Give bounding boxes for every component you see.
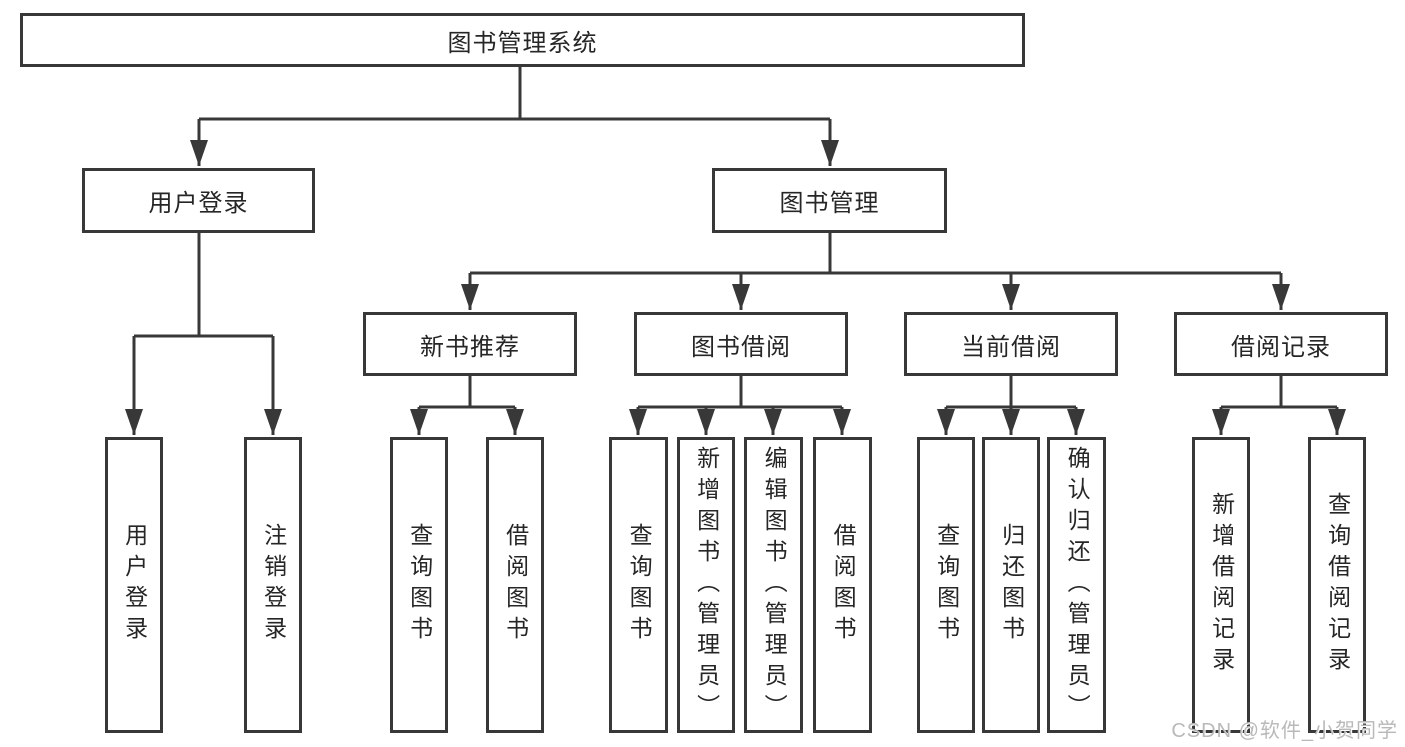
node-nb-borrow-books: 借阅图书: [486, 437, 544, 733]
node-label: 查询图书: [626, 523, 653, 647]
node-label: 新书推荐: [420, 333, 520, 361]
node-cb-query-books: 查询图书: [917, 437, 975, 733]
node-book-management: 图书管理: [712, 168, 947, 233]
node-user-login-leaf: 用户登录: [105, 437, 163, 733]
node-label: 用户登录: [148, 190, 249, 217]
node-library-management-system: 图书管理系统: [20, 13, 1025, 67]
node-label: 编辑图书（管理员）: [761, 445, 788, 725]
node-user-login: 用户登录: [82, 168, 315, 233]
node-bb-add-books-admin: 新增图书（管理员）: [677, 437, 735, 733]
node-br-query-borrow-record: 查询借阅记录: [1308, 437, 1366, 733]
node-nb-query-books: 查询图书: [390, 437, 448, 733]
node-label: 查询图书: [933, 523, 960, 647]
node-label: 确认归还（管理员）: [1064, 445, 1091, 725]
node-label: 新增图书（管理员）: [693, 445, 720, 725]
node-label: 查询借阅记录: [1324, 492, 1351, 678]
node-label: 图书管理系统: [447, 29, 598, 57]
node-current-borrowing: 当前借阅: [904, 312, 1118, 376]
csdn-watermark: CSDN @软件_小贺同学: [1171, 720, 1398, 742]
node-label: 归还图书: [998, 523, 1025, 647]
node-label: 借阅记录: [1231, 333, 1331, 361]
node-bb-borrow-books: 借阅图书: [813, 437, 872, 733]
node-cb-return-books: 归还图书: [982, 437, 1040, 733]
node-br-add-borrow-record: 新增借阅记录: [1192, 437, 1250, 733]
node-cb-confirm-return-admin: 确认归还（管理员）: [1047, 437, 1106, 733]
node-borrowing-records: 借阅记录: [1174, 312, 1388, 376]
node-label: 注销登录: [260, 523, 287, 647]
node-label: 用户登录: [121, 523, 148, 647]
node-bb-edit-books-admin: 编辑图书（管理员）: [744, 437, 803, 733]
node-label: 借阅图书: [502, 523, 529, 647]
node-label: 图书借阅: [691, 333, 791, 361]
node-label: 当前借阅: [961, 333, 1061, 361]
node-book-borrowing: 图书借阅: [634, 312, 848, 376]
node-label: 图书管理: [779, 190, 880, 217]
connector-segments: [125, 67, 1346, 435]
node-label: 新增借阅记录: [1208, 492, 1235, 678]
node-logout: 注销登录: [244, 437, 302, 733]
node-label: 借阅图书: [830, 523, 857, 647]
node-label: 查询图书: [406, 523, 433, 647]
node-bb-query-books: 查询图书: [609, 437, 668, 733]
node-new-book-recommendation: 新书推荐: [363, 312, 577, 376]
